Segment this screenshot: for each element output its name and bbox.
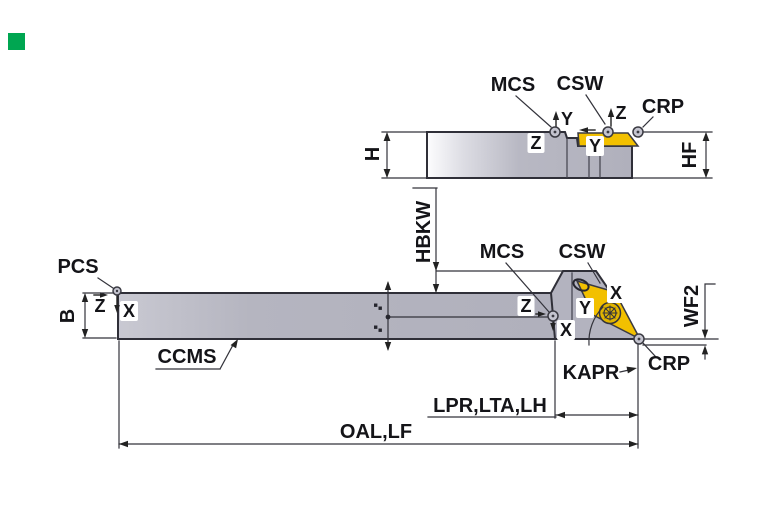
label-crp-side: CRP	[641, 96, 685, 118]
label-x-ref-head: X	[606, 283, 626, 303]
label-z-ref-side: Z	[527, 133, 545, 153]
label-oal-lf-dimension: OAL,LF	[339, 421, 413, 443]
label-csw-side: CSW	[556, 73, 604, 95]
label-lpr-lta-lh-dimension: LPR,LTA,LH	[433, 395, 547, 417]
side-datum-markers	[549, 126, 644, 138]
label-hf-dimension: HF	[679, 141, 701, 169]
label-h-dimension: H	[362, 146, 384, 162]
label-crp-plan: CRP	[647, 353, 691, 375]
label-kapr-angle: KAPR	[562, 362, 620, 384]
label-pcs: PCS	[57, 256, 99, 278]
plan-datum-markers	[112, 286, 645, 345]
label-x-ref-shank: X	[119, 301, 139, 321]
label-x-ref-corner: X	[556, 320, 576, 340]
label-mcs-plan: MCS	[479, 241, 525, 263]
clamp-hole	[572, 278, 590, 292]
plan-shank-body	[117, 292, 556, 340]
label-z-ref-plan: Z	[517, 296, 535, 316]
label-csw-plan: CSW	[558, 241, 606, 263]
label-wf2-dimension: WF2	[681, 284, 703, 328]
label-ccms: CCMS	[157, 346, 217, 368]
label-mcs-side: MCS	[490, 74, 536, 96]
label-b-dimension: B	[57, 308, 79, 324]
green-marker-square	[8, 33, 25, 50]
label-z-axis-plan: Z	[94, 296, 106, 316]
label-z-axis-side: Z	[615, 103, 627, 123]
break-marks	[374, 303, 382, 332]
insert-screw	[598, 301, 622, 325]
label-y-axis-side: Y	[560, 109, 574, 129]
plan-view-drawing	[81, 187, 719, 449]
side-shank-body	[426, 131, 633, 179]
label-hbkw-dimension: HBKW	[413, 200, 435, 264]
label-y-ref-plan: Y	[575, 298, 595, 318]
label-y-ref-side: Y	[585, 136, 605, 156]
